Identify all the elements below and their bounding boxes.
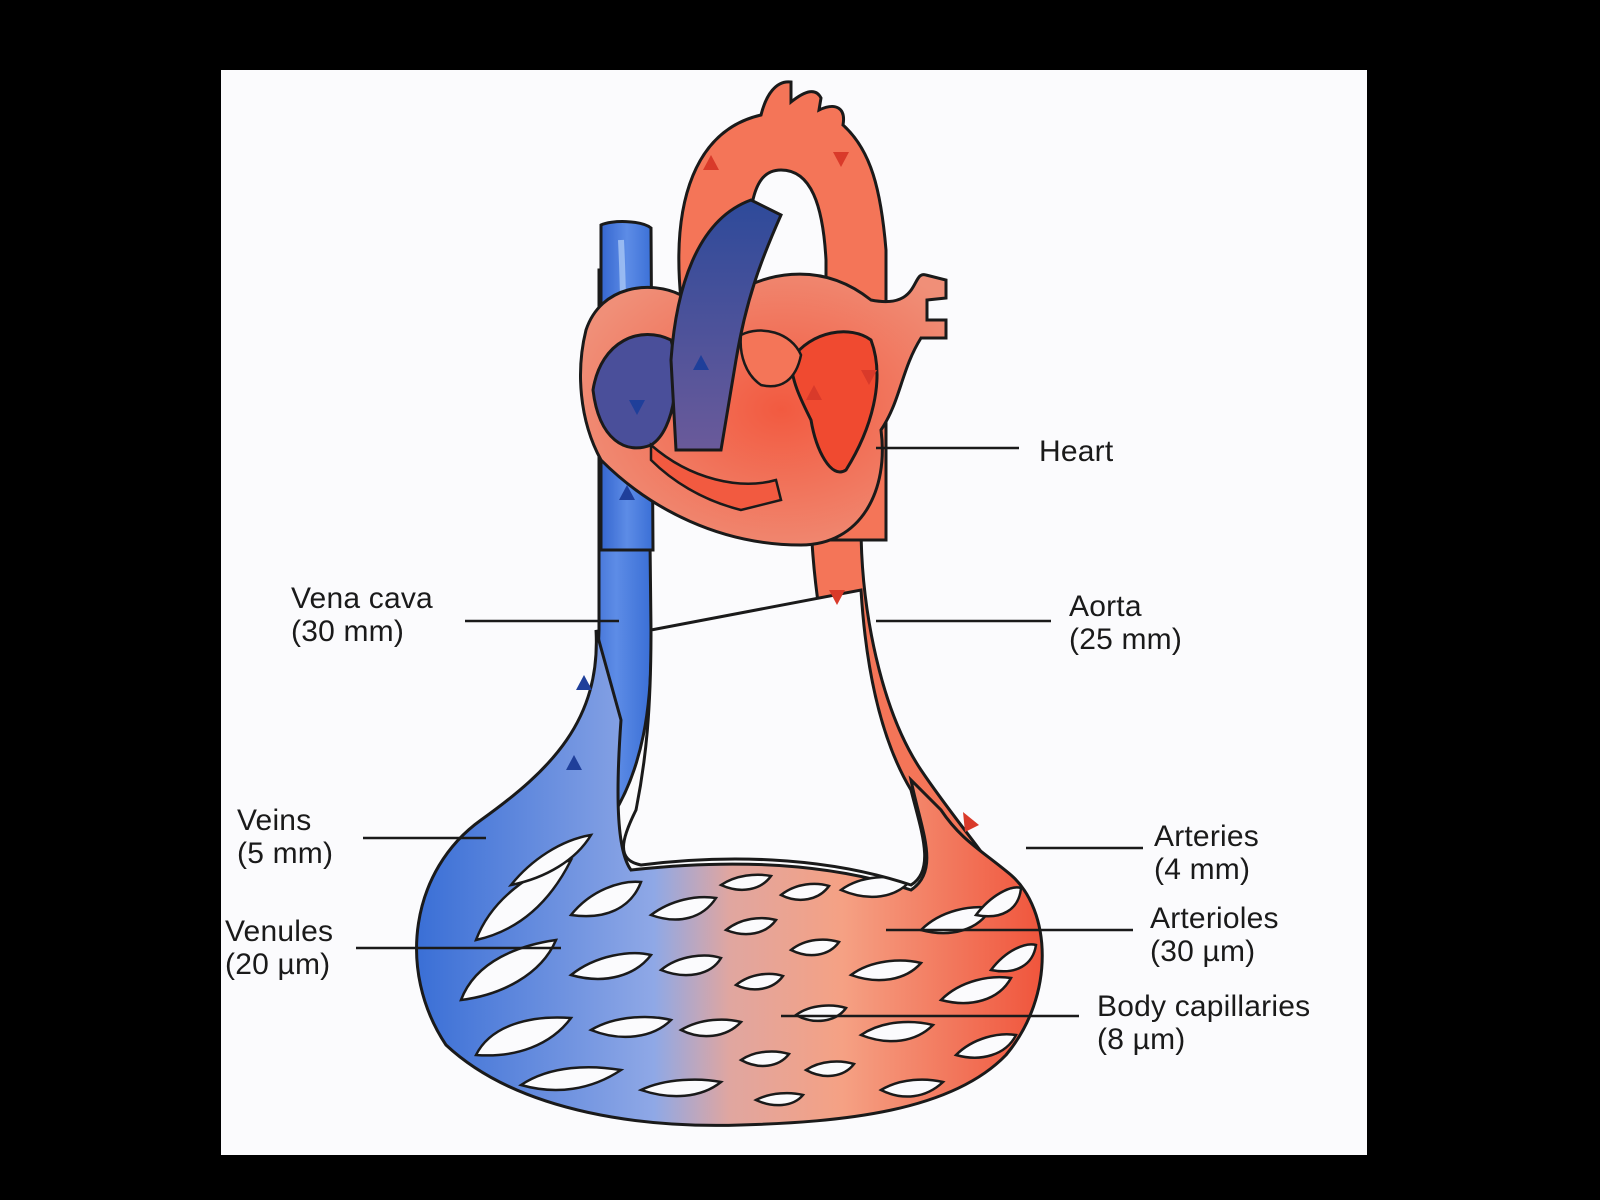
label-aorta-name: Aorta (1069, 590, 1142, 623)
label-venules-name: Venules (225, 915, 334, 948)
label-venules: Venules (20 µm) (225, 915, 333, 981)
label-aorta: Aorta (25 mm) (1069, 590, 1182, 656)
capillary-bed (415, 629, 1044, 1127)
label-vena-cava: Vena cava (30 mm) (291, 582, 433, 648)
label-heart: Heart (1039, 435, 1113, 468)
label-heart-name: Heart (1039, 435, 1114, 468)
label-venules-size: (20 µm) (225, 948, 331, 981)
label-body-capillaries: Body capillaries (8 µm) (1097, 990, 1310, 1056)
label-body-capillaries-name: Body capillaries (1097, 990, 1311, 1023)
label-arterioles-size: (30 µm) (1150, 935, 1256, 968)
label-vena-cava-size: (30 mm) (291, 615, 405, 648)
diagram-panel: Heart Vena cava (30 mm) Aorta (25 mm) Ve… (221, 70, 1367, 1155)
label-aorta-size: (25 mm) (1069, 623, 1183, 656)
label-veins: Veins (5 mm) (237, 804, 333, 870)
label-arterioles-name: Arterioles (1150, 902, 1279, 935)
label-veins-size: (5 mm) (237, 837, 334, 870)
label-arteries: Arteries (4 mm) (1154, 820, 1259, 886)
leader-lines (356, 446, 1143, 1018)
label-vena-cava-name: Vena cava (291, 582, 433, 615)
circulatory-system-illustration (356, 80, 1143, 1127)
label-arterioles: Arterioles (30 µm) (1150, 902, 1279, 968)
body-interior (622, 588, 927, 887)
left-ventricle (789, 330, 879, 474)
label-arteries-size: (4 mm) (1154, 853, 1251, 886)
label-body-capillaries-size: (8 µm) (1097, 1023, 1186, 1056)
capillary-mesh (459, 833, 1038, 1107)
right-ventricle (649, 442, 783, 512)
vein-arrows (566, 355, 709, 770)
label-veins-name: Veins (237, 804, 312, 837)
label-arteries-name: Arteries (1154, 820, 1259, 853)
flow-arrows (703, 152, 979, 832)
